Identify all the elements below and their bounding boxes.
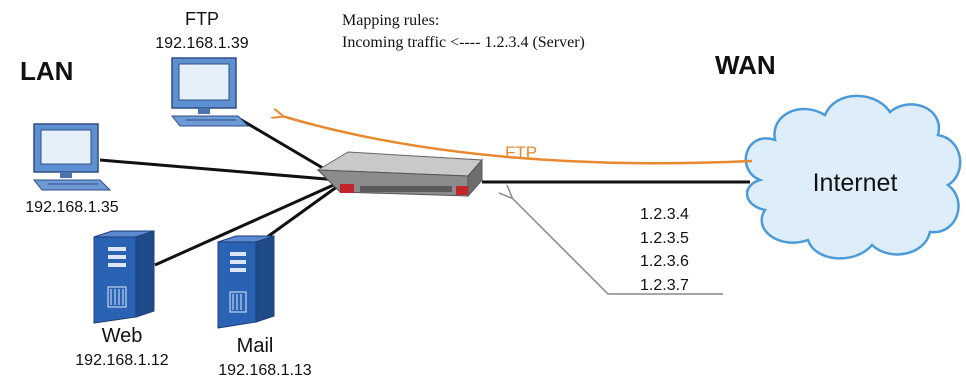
public-ip-2: 1.2.3.5 (640, 230, 689, 247)
mapping-rules-title: Mapping rules: (342, 12, 439, 29)
mail-server-name: Mail (237, 335, 274, 357)
internet-cloud-icon (744, 94, 962, 260)
server-icon (93, 230, 155, 324)
public-ip-3: 1.2.3.6 (640, 253, 689, 270)
incoming-flow-arrow (511, 197, 723, 295)
router-icon (316, 151, 484, 198)
wan-label: WAN (715, 50, 776, 80)
ftp-flow-arrow (282, 116, 753, 165)
web-server-ip: 192.168.1.12 (75, 352, 169, 369)
public-ip-1: 1.2.3.4 (640, 206, 689, 223)
computer-icon (32, 123, 112, 191)
ftp-server-name: FTP (185, 9, 219, 29)
public-ip-4: 1.2.3.7 (640, 277, 689, 294)
server-icon (217, 235, 275, 329)
link-web-server (154, 181, 339, 267)
internet-label: Internet (813, 169, 898, 197)
ftp-server-ip: 192.168.1.39 (155, 35, 249, 52)
mapping-rule-text: Incoming traffic <---- 1.2.3.4 (Server) (342, 34, 585, 51)
link-ftp-server (237, 116, 339, 179)
web-server-name: Web (102, 325, 143, 347)
ftp-flow-label: FTP (505, 143, 537, 162)
lan-label: LAN (20, 56, 73, 86)
pc-ip: 192.168.1.35 (25, 199, 119, 216)
public-ip-list: 1.2.3.4 1.2.3.5 1.2.3.6 1.2.3.7 (640, 206, 689, 294)
mail-server-ip: 192.168.1.13 (218, 362, 312, 379)
link-pc (99, 158, 339, 182)
computer-icon (170, 57, 250, 127)
